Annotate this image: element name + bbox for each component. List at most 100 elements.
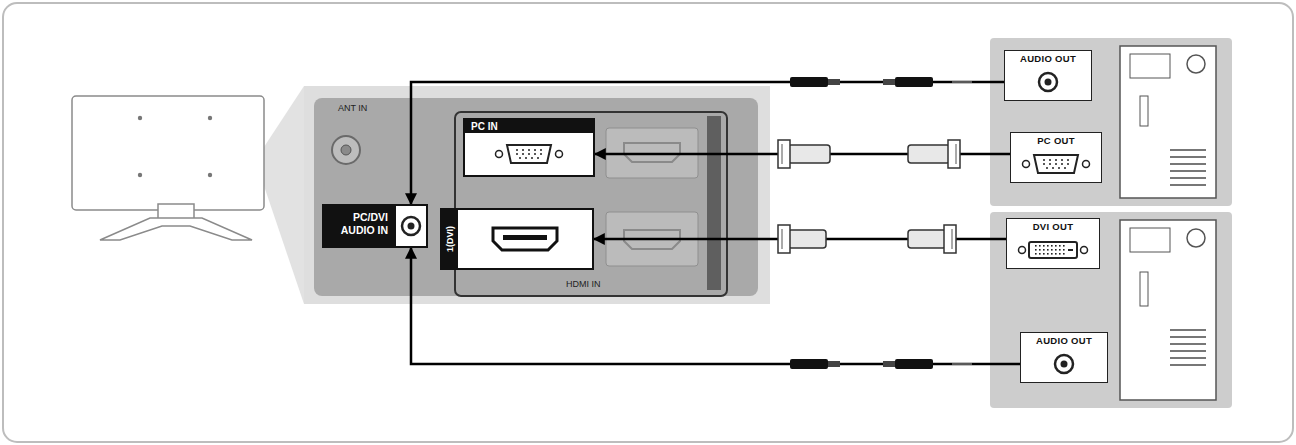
vga-port-part	[556, 151, 563, 158]
cable-plugs-part	[788, 145, 830, 163]
tv-back-part	[208, 116, 212, 120]
zoom-strip	[262, 86, 304, 304]
dvi-port-part	[1059, 253, 1061, 255]
dvi-port-part	[1063, 253, 1065, 255]
cable-plugs-part	[778, 225, 790, 253]
cable-plugs-part	[956, 144, 957, 164]
hdmi-port	[458, 210, 592, 268]
vent-slots-part	[1170, 177, 1206, 179]
dvi-port-part	[1051, 245, 1053, 247]
port-label: 1(DVI)	[445, 226, 455, 252]
vga-port-part	[1043, 163, 1045, 165]
hdmi-port-part	[503, 235, 547, 240]
dvi-port-part	[1035, 245, 1037, 247]
vga-port-part	[1083, 161, 1090, 168]
output-port-box: AUDIO OUT	[1004, 50, 1092, 101]
vga-port-part	[522, 153, 524, 155]
dvi-port-part	[1035, 249, 1037, 251]
dvi-port-part	[1055, 245, 1057, 247]
vent-slots-part	[1170, 149, 1206, 151]
vga-port-part	[1055, 163, 1057, 165]
panel-label: HDMI IN	[566, 279, 601, 289]
vent-slots-part	[1170, 156, 1206, 158]
pc-bottom-part	[1130, 228, 1170, 252]
dvi-port-part	[1063, 249, 1065, 251]
jack-port	[1026, 346, 1102, 382]
pc-tower	[1120, 46, 1216, 198]
pc-tower	[1120, 220, 1216, 400]
port-label: PC IN	[465, 120, 593, 133]
port-label: PC/DVI AUDIO IN	[322, 204, 394, 248]
vga-port-part	[534, 149, 536, 151]
pc-top	[990, 38, 1232, 206]
dvi-port-part	[1063, 245, 1065, 247]
port-label: AUDIO OUT	[1010, 53, 1086, 64]
cable-plugs-part	[908, 145, 950, 163]
vent-slots-part	[1170, 343, 1206, 345]
tv-back-part	[138, 116, 142, 120]
tv-stand	[100, 218, 252, 240]
cable-plugs-part	[952, 229, 953, 249]
vga-port-part	[1061, 163, 1063, 165]
vga-port-part	[516, 153, 518, 155]
pc-bottom-part	[1140, 272, 1148, 306]
back-panel-part	[624, 143, 680, 162]
dvi-port-part	[1055, 249, 1057, 251]
jack-port-part	[1061, 361, 1068, 368]
input-port-box: PC IN	[463, 118, 595, 177]
jack-port-part	[1045, 79, 1052, 86]
vga-port-part	[1061, 159, 1063, 161]
outer-frame	[3, 3, 1293, 442]
dvi-port-part	[1043, 245, 1045, 247]
vga-port-part	[1064, 167, 1066, 169]
vga-port-part	[1049, 159, 1051, 161]
cable-plugs-part	[778, 140, 790, 168]
cable-plugs-part	[782, 144, 783, 164]
back-panel-part	[314, 98, 758, 296]
back-panel-part	[304, 86, 770, 304]
audio-input-box: PC/DVI AUDIO IN	[322, 204, 428, 248]
pc-bottom	[990, 212, 1232, 408]
cable-plugs-part	[883, 79, 895, 85]
tv-back	[72, 86, 304, 304]
dvi-port-part	[1051, 249, 1053, 251]
vga-port-part	[531, 157, 533, 159]
cable-plugs-part	[948, 140, 960, 168]
pc-top-part	[990, 38, 1232, 206]
port-label: AUDIO OUT	[1026, 335, 1102, 346]
panel-label: ANT IN	[338, 103, 367, 113]
output-port-box: AUDIO OUT	[1020, 332, 1108, 383]
cable-plugs-part	[788, 230, 826, 248]
vga-port-part	[1023, 161, 1030, 168]
jack-port	[1010, 64, 1086, 100]
dvi-port	[1012, 232, 1094, 268]
tv-back-part	[138, 173, 142, 177]
panel-edge	[707, 116, 721, 290]
cable-plugs-part	[895, 77, 933, 87]
dvi-port-part	[1047, 245, 1049, 247]
cable-plugs-part	[895, 359, 933, 369]
vga-port-part	[534, 153, 536, 155]
vga-port-part	[1052, 167, 1054, 169]
dvi-port-part	[1047, 249, 1049, 251]
vga-port-part	[540, 153, 542, 155]
pc-bottom-part	[1187, 229, 1205, 247]
pc-bottom-part	[990, 212, 1232, 408]
dvi-port-part	[1039, 245, 1041, 247]
dvi-port-part	[1035, 253, 1037, 255]
vga-port-part	[525, 157, 527, 159]
vent-slots-part	[1170, 163, 1206, 165]
cable-plugs-part	[790, 77, 828, 87]
jack-box	[394, 204, 428, 248]
cable-plugs-part	[883, 361, 895, 367]
tv-back-part	[208, 173, 212, 177]
vga-port-part	[1055, 159, 1057, 161]
dvi-port-part	[1047, 253, 1049, 255]
vent-slots-part	[1170, 170, 1206, 172]
vga-port-part	[496, 151, 503, 158]
pc-top-part	[1187, 55, 1205, 73]
jack-port-part	[1039, 73, 1057, 91]
vga-port-part	[1067, 163, 1069, 165]
dvi-port-part	[1039, 253, 1041, 255]
